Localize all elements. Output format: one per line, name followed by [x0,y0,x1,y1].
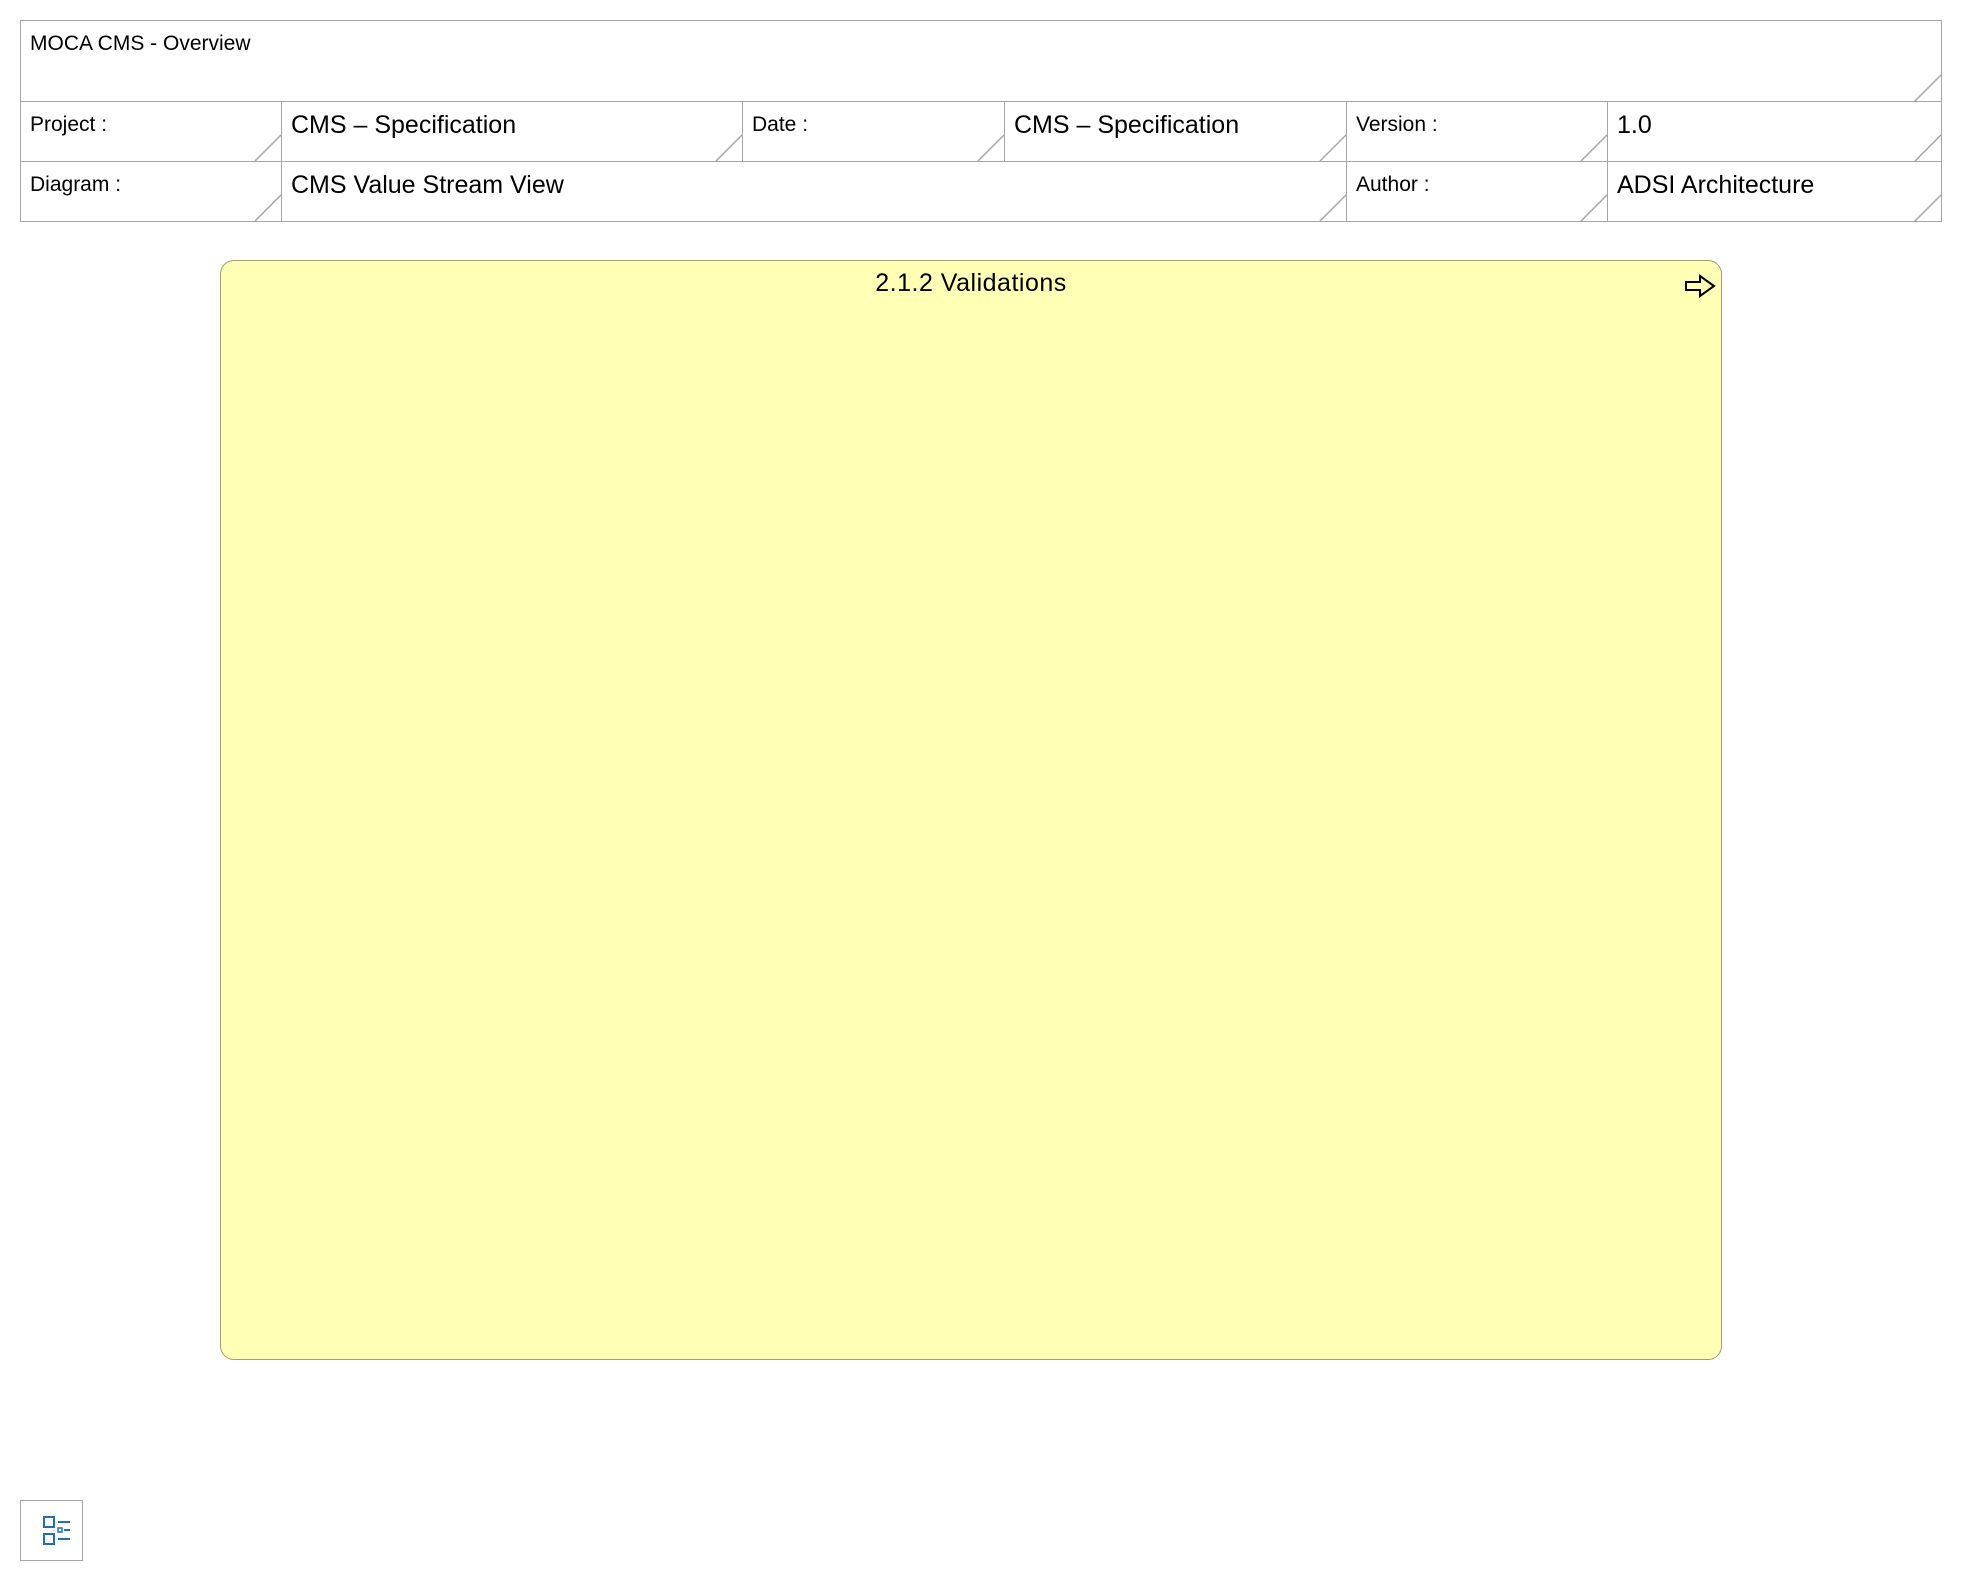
corner-fold-icon [1319,134,1346,161]
project-label: Project : [30,113,108,136]
project-label-cell: Project : [20,101,282,162]
corner-fold-icon [1580,194,1607,221]
corner-fold-icon [1914,194,1941,221]
legend-icon [43,1516,70,1545]
author-label-cell: Author : [1346,161,1608,222]
author-value: ADSI Architecture [1617,171,1815,199]
date-label-cell: Date : [742,101,1005,162]
project-value: CMS – Specification [291,111,517,139]
legend-button[interactable] [20,1500,83,1561]
corner-fold-icon [1319,194,1346,221]
author-label: Author : [1356,173,1430,196]
corner-fold-icon [1914,134,1941,161]
version-label: Version : [1356,113,1438,136]
author-value-cell: ADSI Architecture [1607,161,1942,222]
corner-fold-icon [1580,134,1607,161]
value-stream-title: 2.1.2 Validations [875,269,1067,297]
corner-fold-icon [977,134,1004,161]
version-value-cell: 1.0 [1607,101,1942,162]
diagram-label: Diagram : [30,173,122,196]
corner-fold-icon [715,134,742,161]
diagram-label-cell: Diagram : [20,161,282,222]
version-value: 1.0 [1617,111,1652,139]
version-label-cell: Version : [1346,101,1608,162]
value-stream-validations[interactable]: 2.1.2 Validations [220,260,1722,1360]
value-stream-arrow-icon [1685,274,1716,298]
diagram-value-cell: CMS Value Stream View [281,161,1347,222]
diagram-value: CMS Value Stream View [291,171,564,199]
header-title-cell: MOCA CMS - Overview [20,20,1942,102]
project-value-cell: CMS – Specification [281,101,743,162]
date-label: Date : [752,113,809,136]
date-value: CMS – Specification [1014,111,1240,139]
header-title: MOCA CMS - Overview [30,32,251,55]
date-value-cell: CMS – Specification [1004,101,1347,162]
corner-fold-icon [254,194,281,221]
corner-fold-icon [254,134,281,161]
corner-fold-icon [1914,74,1941,101]
